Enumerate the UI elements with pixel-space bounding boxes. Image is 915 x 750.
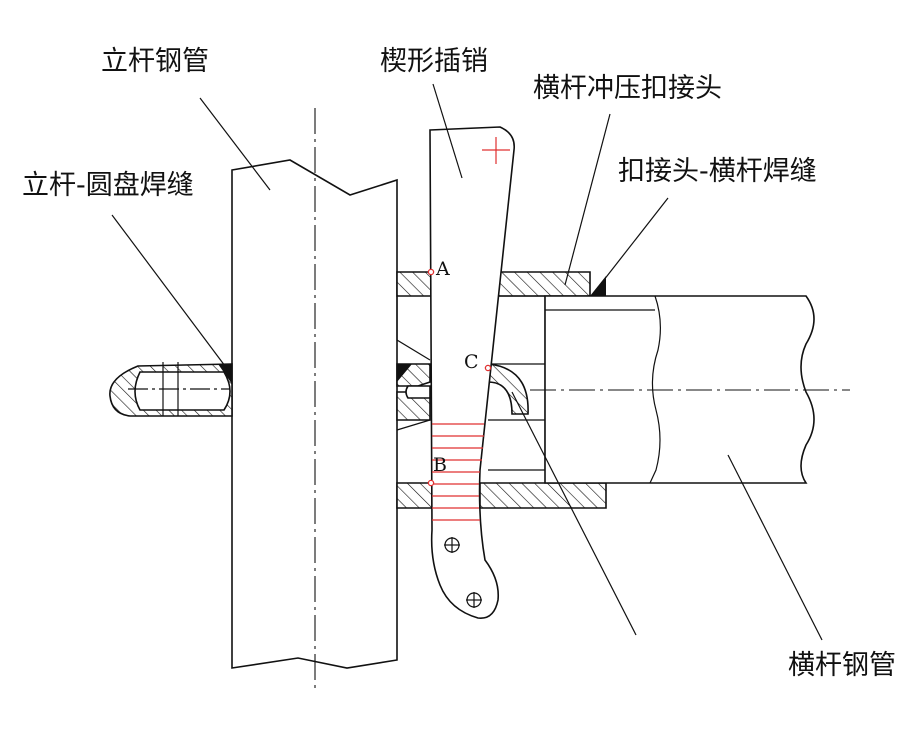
- leader-ledger-tube: [727, 454, 823, 641]
- point-a-marker: A: [427, 258, 450, 280]
- wedge-pin: [429, 126, 516, 619]
- label-head-weld: 扣接头-横杆焊缝: [618, 156, 817, 187]
- head-ledger-weld-top: [590, 276, 606, 296]
- leader-ledger-head: [564, 113, 611, 286]
- point-b-label: B: [433, 454, 447, 476]
- point-c-label: C: [464, 351, 479, 373]
- leader-disc-weld: [111, 214, 229, 371]
- leader-head-weld: [599, 197, 669, 286]
- ledger-head: [396, 271, 607, 509]
- leader-wedge-pin: [432, 83, 463, 179]
- leader-hook: [511, 391, 637, 636]
- label-disc-weld: 立杆-圆盘焊缝: [22, 170, 194, 201]
- point-a-label: A: [435, 258, 450, 280]
- point-b-marker: B: [427, 454, 447, 487]
- label-ledger-head: 横杆冲压扣接头: [533, 73, 722, 104]
- label-wedge-pin: 楔形插销: [380, 46, 488, 77]
- label-upright-tube: 立杆钢管: [101, 46, 209, 77]
- disc-weld-left: [218, 364, 232, 384]
- leader-upright-tube: [199, 97, 271, 191]
- disc-weld-right: [397, 364, 412, 382]
- point-c-marker: C: [464, 351, 492, 373]
- label-ledger-tube: 横杆钢管: [788, 650, 896, 681]
- rosette-disc: [109, 362, 431, 421]
